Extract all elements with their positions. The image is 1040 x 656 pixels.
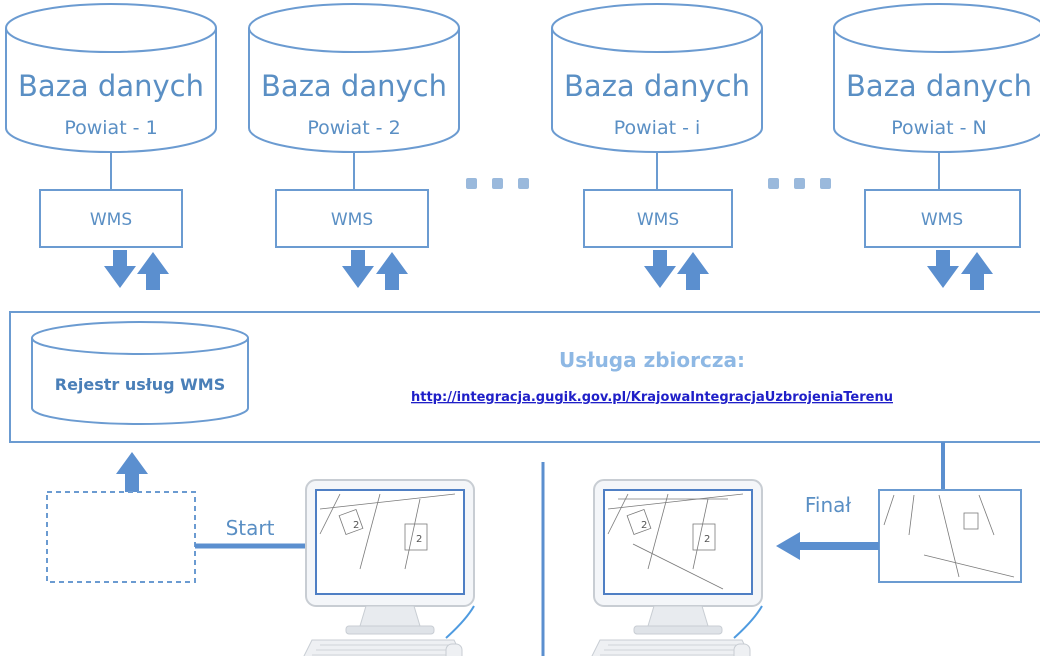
- database-powiat-2: Baza danych Powiat - 2: [248, 3, 460, 153]
- start-label: Start: [226, 516, 275, 540]
- arrow-up-icon: [116, 452, 148, 490]
- arrow-up-icon: [137, 252, 169, 290]
- parcel-label: 2: [704, 534, 710, 545]
- wms-label: WMS: [331, 210, 373, 230]
- wms-label: WMS: [90, 210, 132, 230]
- ellipsis-dots-right: [768, 178, 831, 189]
- database-title: Baza danych: [18, 69, 204, 103]
- map-preview: 2 2: [607, 493, 744, 590]
- database-subtitle: Powiat - 2: [307, 117, 400, 139]
- computer-right: 2 2: [589, 479, 763, 656]
- arrow-up-icon: [677, 252, 709, 290]
- wms-label: WMS: [637, 210, 679, 230]
- map-preview: 2 2: [319, 493, 456, 570]
- db-wms-connectors: [110, 152, 940, 190]
- parcel-label: 2: [641, 520, 647, 531]
- service-title: Usługa zbiorcza:: [559, 348, 745, 372]
- final-label: Finał: [805, 493, 852, 517]
- computer-left: 2 2: [301, 479, 475, 656]
- database-powiat-1: Baza danych Powiat - 1: [5, 3, 217, 153]
- wms-box-2: WMS: [275, 189, 429, 248]
- wms-box-n: WMS: [864, 189, 1021, 248]
- user-placeholder-box: [46, 491, 196, 583]
- database-title: Baza danych: [846, 69, 1032, 103]
- result-map-box: [878, 489, 1022, 583]
- parcel-label: 2: [353, 520, 359, 531]
- database-subtitle: Powiat - N: [891, 117, 986, 139]
- database-subtitle: Powiat - 1: [64, 117, 157, 139]
- database-powiat-i: Baza danych Powiat - i: [551, 3, 763, 153]
- start-flow: Start: [46, 452, 306, 583]
- final-flow: Finał: [776, 442, 1022, 583]
- arrow-down-icon: [644, 250, 676, 288]
- parcel-label: 2: [416, 534, 422, 545]
- ellipsis-dots-left: [466, 178, 529, 189]
- arrow-up-icon: [961, 252, 993, 290]
- database-title: Baza danych: [564, 69, 750, 103]
- arrow-down-icon: [104, 250, 136, 288]
- service-url-link[interactable]: http://integracja.gugik.gov.pl/KrajowaIn…: [411, 390, 893, 405]
- arrow-down-icon: [927, 250, 959, 288]
- arrow-up-icon: [376, 252, 408, 290]
- wms-registry-database: Rejestr usług WMS: [31, 321, 249, 425]
- registry-label: Rejestr usług WMS: [55, 375, 226, 394]
- wms-box-1: WMS: [39, 189, 183, 248]
- database-subtitle: Powiat - i: [614, 117, 701, 139]
- arrow-left-icon: [776, 532, 879, 560]
- arrow-down-icon: [342, 250, 374, 288]
- database-title: Baza danych: [261, 69, 447, 103]
- wms-box-i: WMS: [583, 189, 733, 248]
- wms-service-arrows: [104, 250, 993, 290]
- database-powiat-n: Baza danych Powiat - N: [833, 3, 1040, 153]
- wms-label: WMS: [921, 210, 963, 230]
